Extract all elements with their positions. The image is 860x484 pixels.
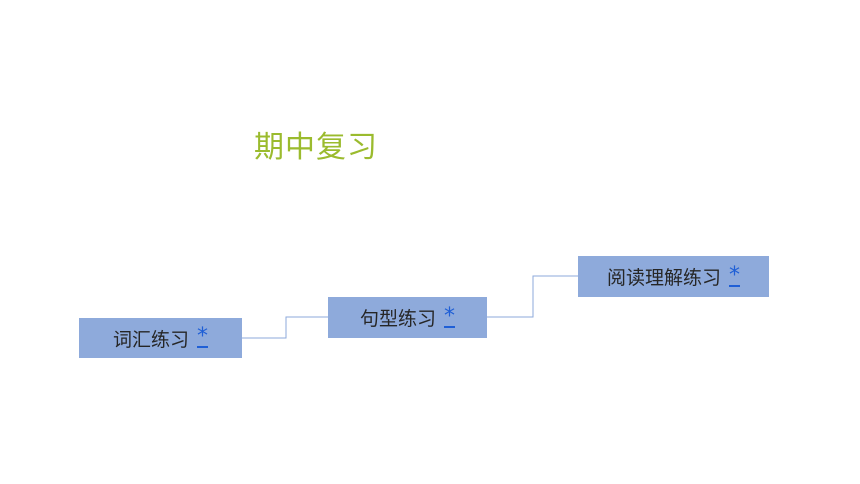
connector-vocab-to-sentence <box>242 316 328 339</box>
sentence-practice-box[interactable]: 句型练习 * <box>328 297 487 338</box>
sentence-practice-label: 句型练习 <box>359 308 436 330</box>
slide-title: 期中复习 <box>254 130 378 165</box>
reading-practice-label: 阅读理解练习 <box>606 267 721 289</box>
reading-practice-box[interactable]: 阅读理解练习 * <box>578 256 769 297</box>
vocab-practice-label: 词汇练习 <box>112 328 189 351</box>
sentence-practice-link[interactable]: * <box>444 303 455 329</box>
connector-sentence-to-reading <box>487 275 578 318</box>
vocab-practice-link[interactable]: * <box>197 324 208 349</box>
reading-practice-link[interactable]: * <box>729 262 740 288</box>
vocab-practice-box[interactable]: 词汇练习 * <box>79 318 242 358</box>
